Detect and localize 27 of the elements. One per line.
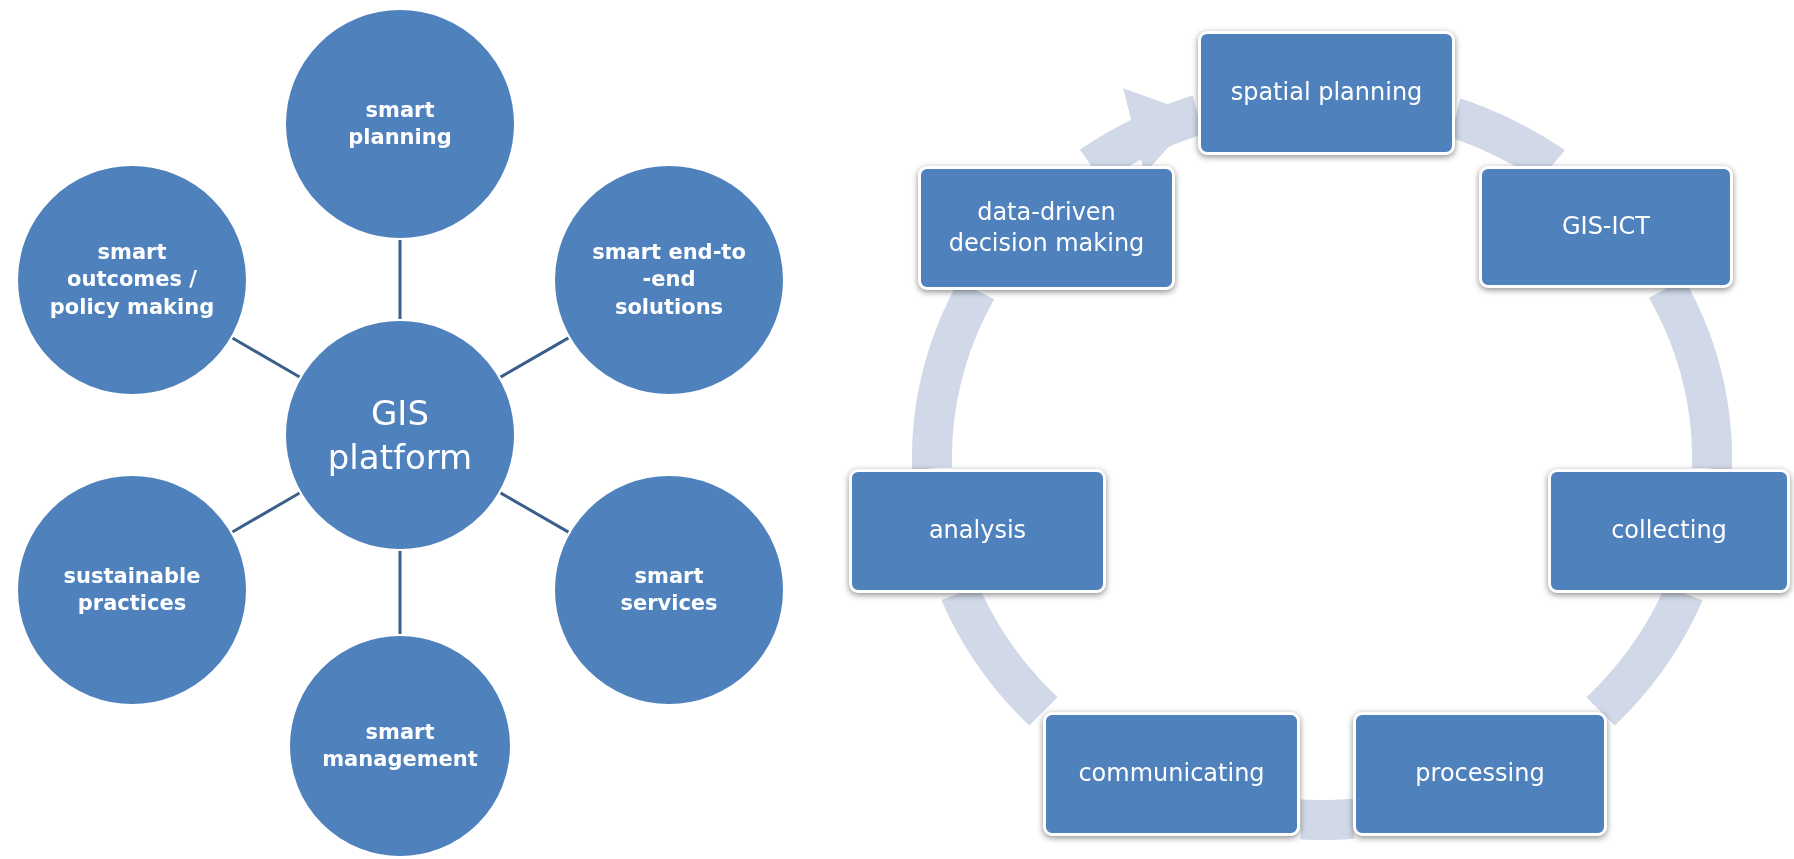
connector-line [499, 491, 570, 534]
node-label: GIS-ICT [1561, 211, 1651, 243]
process-box [1198, 31, 1455, 155]
connector-line [398, 240, 402, 319]
node-label: GIS platform [326, 391, 474, 479]
connector-line [231, 491, 301, 534]
process-box [918, 166, 1175, 290]
node-label: smart end-to -end solutions [591, 239, 747, 321]
node-label: communicating [1078, 758, 1265, 790]
node-label: smart management [321, 718, 479, 773]
process-box [849, 469, 1106, 593]
process-box [1353, 712, 1607, 836]
process-box [1479, 166, 1733, 288]
connector-line [231, 336, 301, 379]
node-label: smart outcomes / policy making [48, 239, 216, 321]
node-label: spatial planning [1230, 77, 1423, 109]
node-label: smart services [619, 562, 719, 617]
node-label: smart planning [347, 96, 453, 151]
node-label: analysis [928, 515, 1027, 547]
node-label: collecting [1611, 515, 1727, 547]
node-label: processing [1415, 758, 1545, 790]
process-box [1548, 469, 1790, 593]
connector-line [499, 336, 570, 379]
connector-line [398, 551, 402, 634]
node-label: data-driven decision making [947, 196, 1146, 259]
process-box [1043, 712, 1300, 836]
node-label: sustainable practices [62, 562, 202, 617]
